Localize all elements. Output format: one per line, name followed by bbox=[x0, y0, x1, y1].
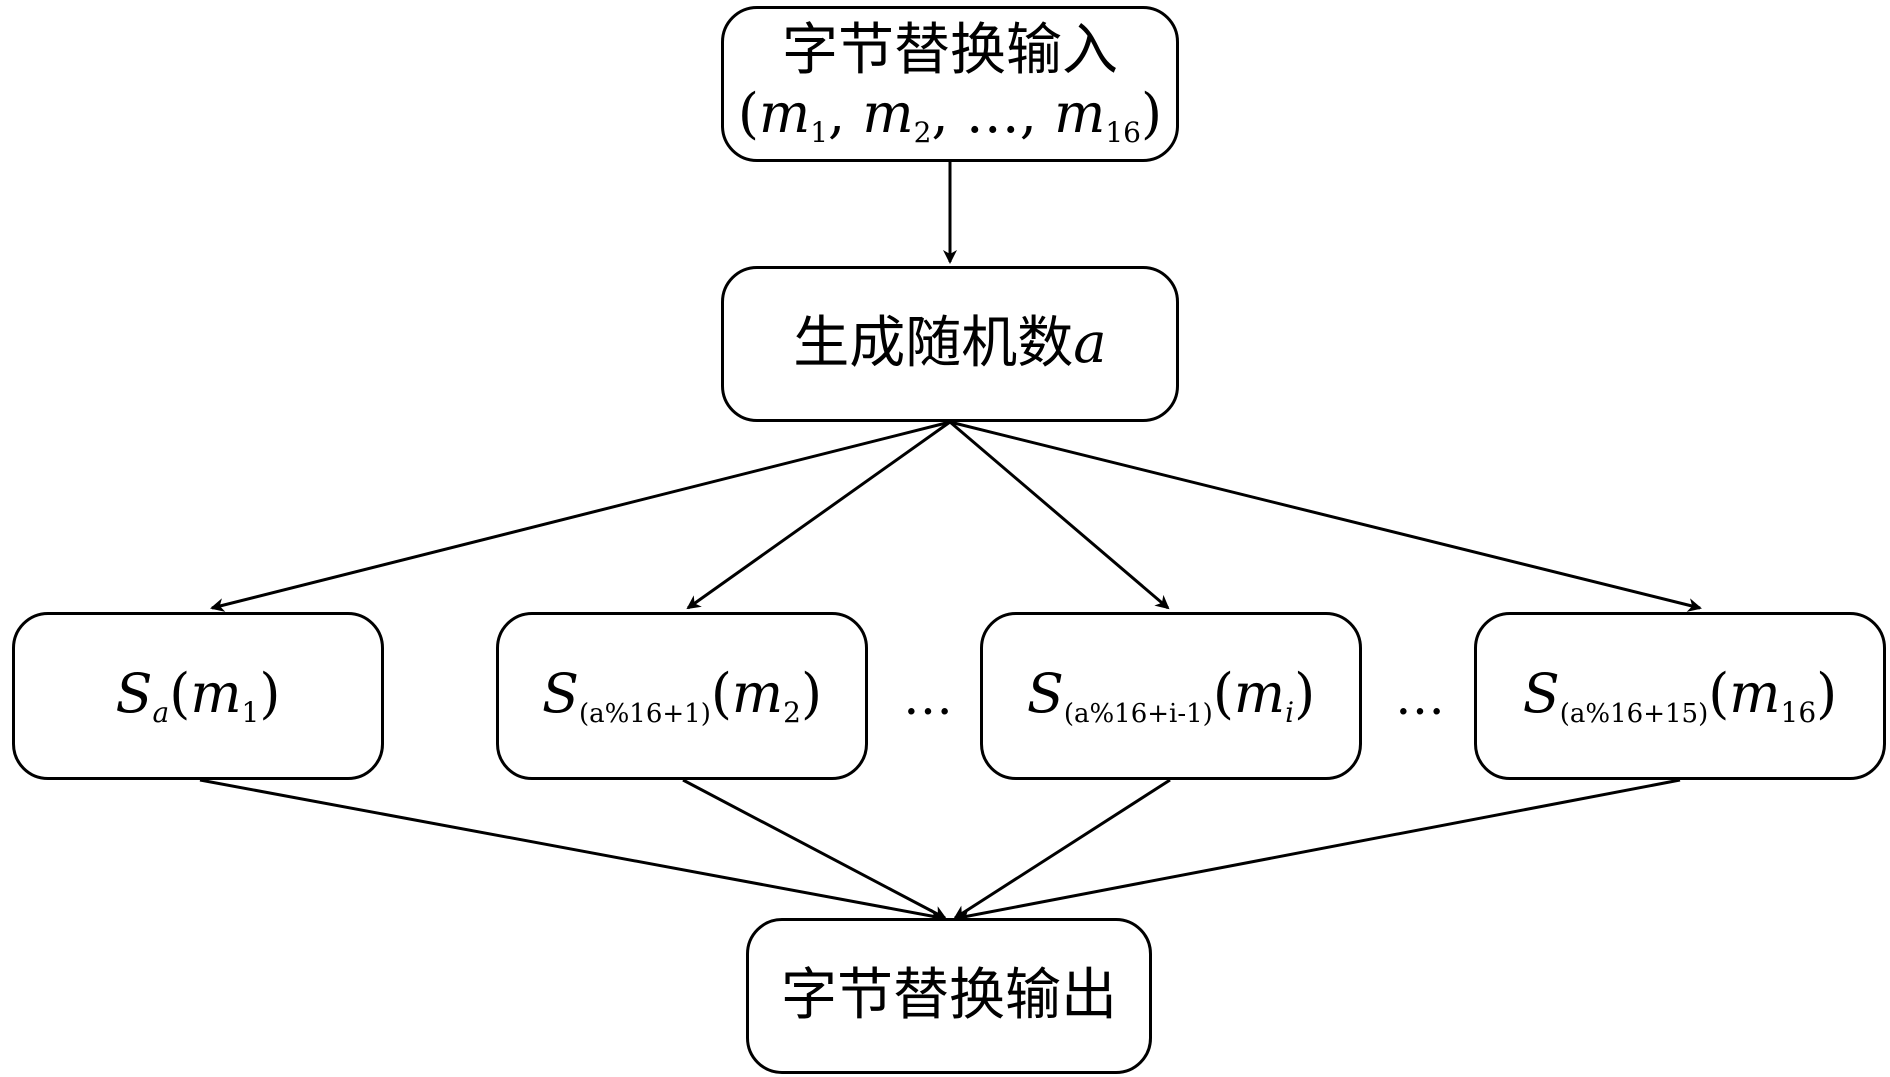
arrow-sbox-2-to-output bbox=[682, 778, 947, 920]
sbox-2: S(a%16+1)(m2) bbox=[496, 612, 868, 780]
arrow-random-to-sbox-i bbox=[949, 420, 1170, 610]
arrow-sbox-16-to-output bbox=[956, 778, 1681, 923]
sbox-2-expr: S(a%16+1)(m2) bbox=[541, 661, 823, 729]
sbox-i-expr: S(a%16+i-1)(mi) bbox=[1026, 661, 1316, 729]
random-number-label: 生成随机数a bbox=[793, 310, 1107, 376]
ellipsis-2: … bbox=[1395, 668, 1445, 726]
ellipsis-1: … bbox=[903, 668, 953, 726]
sbox-16-expr: S(a%16+15)(m16) bbox=[1522, 661, 1838, 729]
arrow-random-to-sbox-2 bbox=[686, 420, 951, 610]
arrow-random-to-sbox-16 bbox=[949, 420, 1702, 612]
input-sequence: (m1, m2, …, m16) bbox=[737, 82, 1163, 150]
output-box: 字节替换输出 bbox=[746, 918, 1152, 1074]
sbox-1-expr: Sa(m1) bbox=[115, 661, 281, 729]
input-box-title: 字节替换输入 bbox=[782, 17, 1118, 83]
random-number-box: 生成随机数a bbox=[721, 266, 1179, 422]
arrow-sbox-1-to-output bbox=[199, 778, 944, 923]
sbox-1: Sa(m1) bbox=[12, 612, 384, 780]
sbox-i: S(a%16+i-1)(mi) bbox=[980, 612, 1362, 780]
sbox-16: S(a%16+15)(m16) bbox=[1474, 612, 1886, 780]
output-box-title: 字节替换输出 bbox=[781, 962, 1117, 1028]
arrow-random-to-sbox-1 bbox=[210, 420, 951, 612]
input-box: 字节替换输入 (m1, m2, …, m16) bbox=[721, 6, 1179, 162]
arrow-sbox-i-to-output bbox=[953, 778, 1171, 920]
